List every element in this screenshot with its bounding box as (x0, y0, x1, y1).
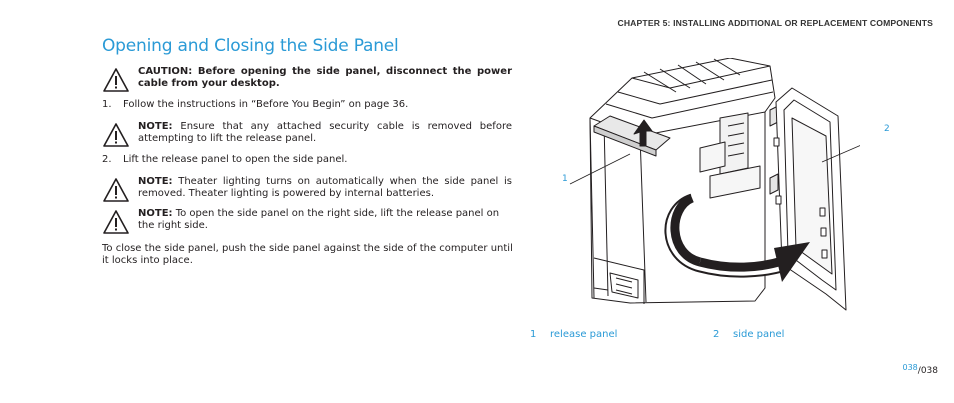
callout-2: 2 (884, 124, 890, 134)
note-2-text: Theater lighting turns on automatically … (138, 176, 512, 199)
warning-icon (102, 122, 130, 148)
note-label: NOTE: (138, 208, 173, 219)
chapter-heading: CHAPTER 5: INSTALLING ADDITIONAL OR REPL… (617, 18, 933, 28)
warning-icon (102, 209, 130, 235)
note-label: NOTE: (138, 176, 173, 187)
page-number: 038/038 (902, 363, 938, 376)
caution-text: CAUTION: Before opening the side panel, … (138, 66, 512, 89)
legend-number-2: 2 (713, 329, 720, 340)
current-page: 038 (902, 363, 918, 372)
legend-number-1: 1 (530, 329, 537, 340)
note-label: NOTE: (138, 121, 173, 132)
page-title: Opening and Closing the Side Panel (102, 36, 399, 56)
step-2: 2. Lift the release panel to open the sid… (102, 154, 347, 166)
callout-1: 1 (562, 174, 568, 184)
note-1: NOTE: Ensure that any attached security … (138, 121, 512, 145)
note-1-text: Ensure that any attached security cable … (138, 121, 512, 144)
note-2: NOTE: Theater lighting turns on automati… (138, 176, 512, 200)
page-separator: / (917, 366, 921, 376)
step-1-number: 1. (102, 99, 112, 110)
total-pages: 038 (920, 366, 938, 376)
note-3: NOTE: To open the side panel on the righ… (138, 208, 512, 232)
step-2-text: Lift the release panel to open the side … (123, 154, 348, 165)
step-2-number: 2. (102, 154, 112, 165)
closing-paragraph: To close the side panel, push the side p… (102, 243, 513, 266)
desktop-side-panel-illustration (569, 58, 860, 311)
step-1-text: Follow the instructions in “Before You B… (123, 99, 409, 110)
warning-icon (102, 177, 130, 203)
legend-label-2: side panel (733, 329, 785, 340)
note-3-text: To open the side panel on the right side… (138, 208, 500, 231)
legend-label-1: release panel (550, 329, 618, 340)
warning-icon (102, 67, 130, 93)
step-1: 1. Follow the instructions in “Before You… (102, 99, 408, 111)
